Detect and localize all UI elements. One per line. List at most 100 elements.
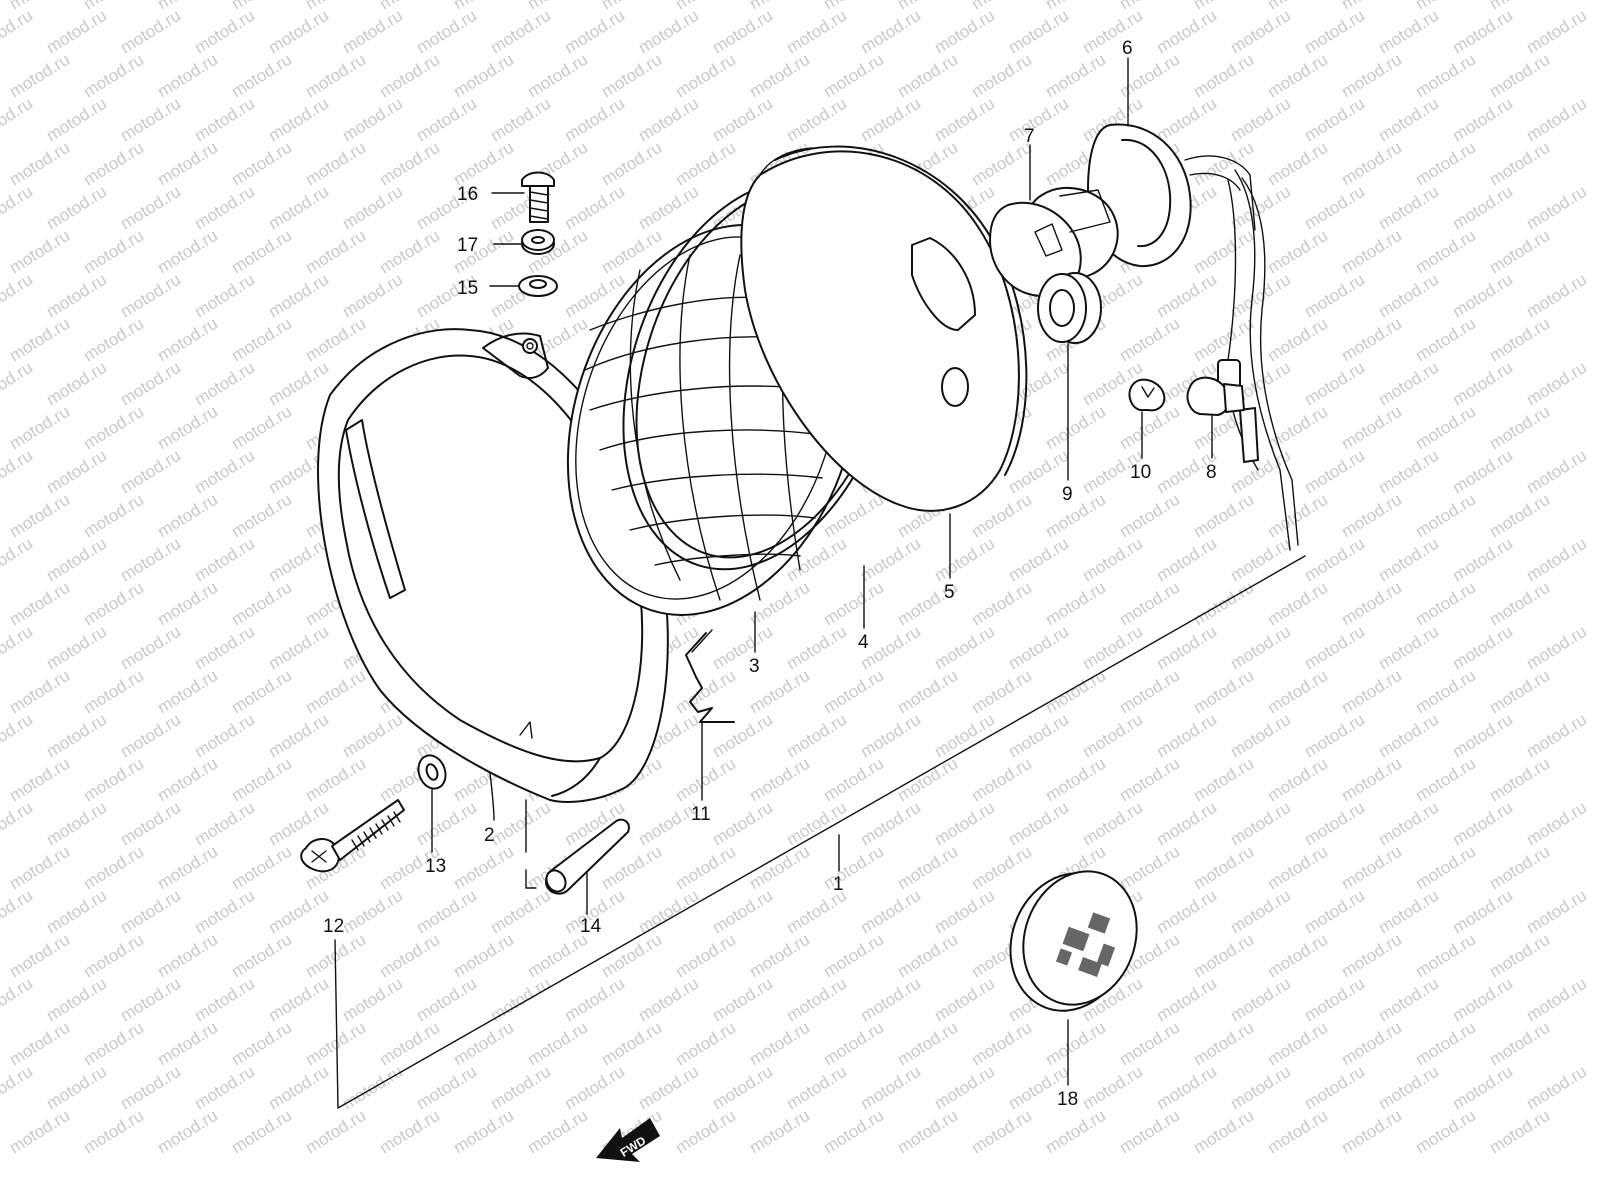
- watermark-text: motod.ru: [1375, 1062, 1442, 1114]
- watermark-text: motod.ru: [1486, 930, 1553, 982]
- watermark-text: motod.ru: [857, 710, 924, 762]
- watermark-text: motod.ru: [1153, 710, 1220, 762]
- watermark-text: motod.ru: [1449, 446, 1516, 498]
- watermark-text: motod.ru: [1079, 710, 1146, 762]
- watermark-text: motod.ru: [1227, 886, 1294, 938]
- watermark-text: motod.ru: [487, 94, 554, 146]
- watermark-text: motod.ru: [968, 578, 1035, 630]
- callout-13: 13: [425, 856, 446, 877]
- watermark-text: motod.ru: [228, 842, 295, 894]
- watermark-text: motod.ru: [709, 94, 776, 146]
- watermark-text: motod.ru: [1153, 534, 1220, 586]
- watermark-text: motod.ru: [1301, 974, 1368, 1026]
- watermark-text: motod.ru: [413, 94, 480, 146]
- watermark-text: motod.ru: [80, 930, 147, 982]
- watermark-text: motod.ru: [1338, 490, 1405, 542]
- watermark-text: motod.ru: [1338, 754, 1405, 806]
- watermark-text: motod.ru: [1190, 1018, 1257, 1070]
- watermark-text: motod.ru: [0, 534, 36, 586]
- watermark-text: motod.ru: [1005, 534, 1072, 586]
- watermark-text: motod.ru: [1264, 930, 1331, 982]
- watermark-text: motod.ru: [191, 358, 258, 410]
- watermark-text: motod.ru: [894, 842, 961, 894]
- watermark-text: motod.ru: [746, 930, 813, 982]
- watermark-text: motod.ru: [894, 50, 961, 102]
- watermark-text: motod.ru: [80, 402, 147, 454]
- watermark-text: motod.ru: [1375, 886, 1442, 938]
- watermark-text: motod.ru: [154, 402, 221, 454]
- watermark-text: motod.ru: [1264, 402, 1331, 454]
- watermark-text: motod.ru: [117, 446, 184, 498]
- callout-4: 4: [858, 632, 869, 653]
- watermark-text: motod.ru: [1486, 402, 1553, 454]
- watermark-text: motod.ru: [191, 182, 258, 234]
- watermark-text: motod.ru: [709, 1062, 776, 1114]
- watermark-text: motod.ru: [154, 314, 221, 366]
- watermark-text: motod.ru: [1375, 622, 1442, 674]
- watermark-text: motod.ru: [1412, 578, 1479, 630]
- watermark-text: motod.ru: [931, 974, 998, 1026]
- watermark-text: motod.ru: [1153, 94, 1220, 146]
- watermark-text: motod.ru: [413, 798, 480, 850]
- watermark-text: motod.ru: [1338, 138, 1405, 190]
- watermark-text: motod.ru: [1338, 930, 1405, 982]
- watermark-text: motod.ru: [43, 534, 110, 586]
- watermark-text: motod.ru: [228, 50, 295, 102]
- watermark-text: motod.ru: [1042, 1106, 1109, 1158]
- watermark-text: motod.ru: [487, 886, 554, 938]
- watermark-text: motod.ru: [117, 710, 184, 762]
- watermark-text: motod.ru: [43, 446, 110, 498]
- watermark-text: motod.ru: [746, 842, 813, 894]
- watermark-text: motod.ru: [302, 1106, 369, 1158]
- watermark-text: motod.ru: [376, 1018, 443, 1070]
- watermark-text: motod.ru: [635, 1062, 702, 1114]
- reflector: [1009, 870, 1138, 1012]
- watermark-text: motod.ru: [820, 666, 887, 718]
- watermark-text: motod.ru: [302, 314, 369, 366]
- watermark-text: motod.ru: [1523, 6, 1590, 58]
- watermark-text: motod.ru: [857, 974, 924, 1026]
- watermark-text: motod.ru: [191, 798, 258, 850]
- watermark-text: motod.ru: [1153, 6, 1220, 58]
- watermark-text: motod.ru: [1523, 182, 1590, 234]
- watermark-text: motod.ru: [1523, 534, 1590, 586]
- watermark-text: motod.ru: [1227, 622, 1294, 674]
- watermark-text: motod.ru: [6, 314, 73, 366]
- watermark-text: motod.ru: [820, 842, 887, 894]
- watermark-text: motod.ru: [154, 754, 221, 806]
- watermark-text: motod.ru: [80, 1106, 147, 1158]
- watermark-text: motod.ru: [265, 622, 332, 674]
- watermark-text: motod.ru: [1449, 534, 1516, 586]
- watermark-text: motod.ru: [1116, 1106, 1183, 1158]
- watermark-text: motod.ru: [1375, 798, 1442, 850]
- watermark-text: motod.ru: [1264, 666, 1331, 718]
- watermark-text: motod.ru: [1116, 490, 1183, 542]
- watermark-text: motod.ru: [43, 886, 110, 938]
- watermark-text: motod.ru: [6, 1106, 73, 1158]
- watermark-text: motod.ru: [1227, 94, 1294, 146]
- watermark-text: motod.ru: [228, 930, 295, 982]
- watermark-text: motod.ru: [746, 50, 813, 102]
- watermark-text: motod.ru: [709, 798, 776, 850]
- watermark-text: motod.ru: [709, 622, 776, 674]
- watermark-text: motod.ru: [783, 1062, 850, 1114]
- watermark-text: motod.ru: [820, 754, 887, 806]
- watermark-text: motod.ru: [1227, 270, 1294, 322]
- watermark-text: motod.ru: [820, 1018, 887, 1070]
- watermark-text: motod.ru: [1412, 666, 1479, 718]
- watermark-text: motod.ru: [894, 666, 961, 718]
- watermark-text: motod.ru: [1486, 314, 1553, 366]
- watermark-text: motod.ru: [1190, 490, 1257, 542]
- callout-7: 7: [1024, 126, 1035, 147]
- watermark-text: motod.ru: [1412, 490, 1479, 542]
- watermark-text: motod.ru: [339, 710, 406, 762]
- watermark-text: motod.ru: [450, 930, 517, 982]
- watermark-text: motod.ru: [598, 1018, 665, 1070]
- watermark-text: motod.ru: [413, 1062, 480, 1114]
- watermark-text: motod.ru: [783, 710, 850, 762]
- callout-11: 11: [691, 804, 711, 825]
- watermark-text: motod.ru: [6, 138, 73, 190]
- watermark-text: motod.ru: [376, 226, 443, 278]
- watermark-text: motod.ru: [1116, 842, 1183, 894]
- watermark-text: motod.ru: [1523, 886, 1590, 938]
